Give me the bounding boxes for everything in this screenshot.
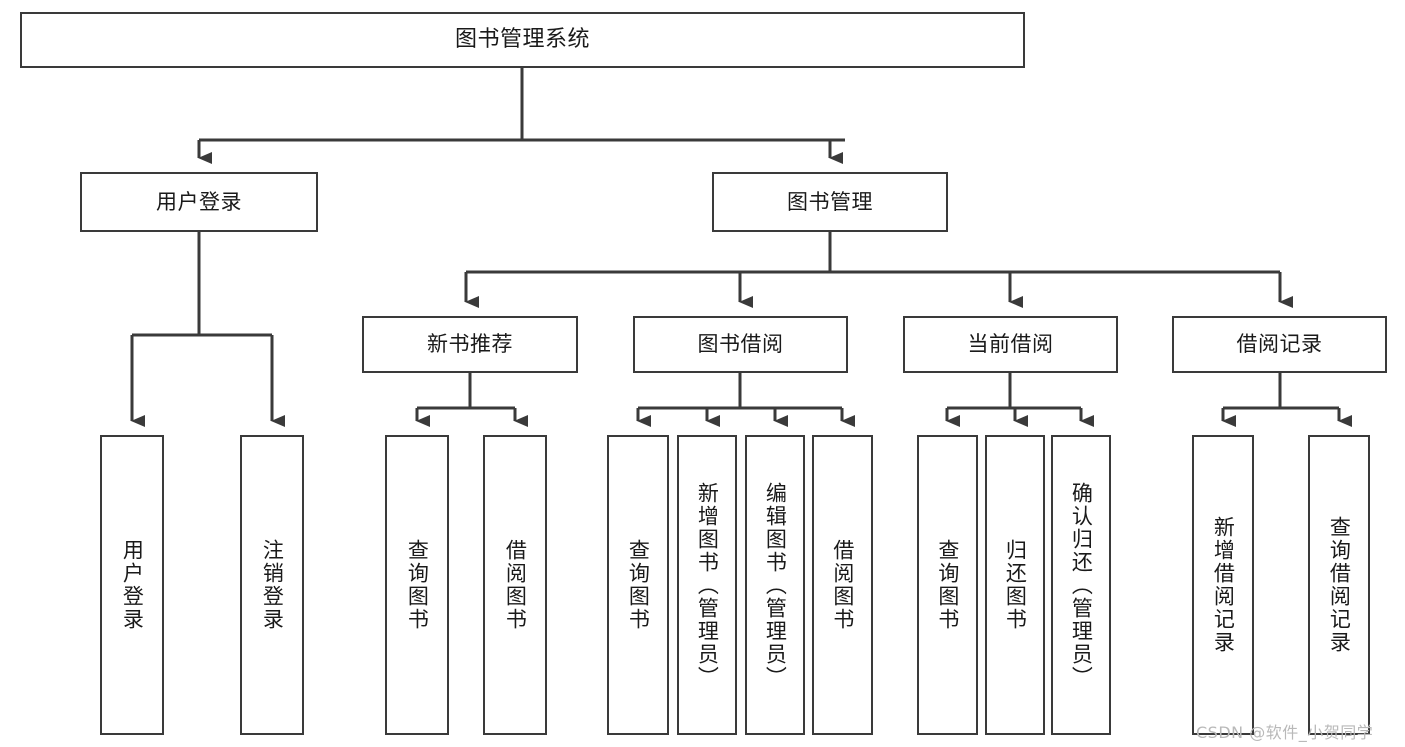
node-user-login-label: 用户登录 bbox=[156, 189, 242, 214]
leaf-query-book-recommend-label: 查询图书 bbox=[405, 539, 430, 631]
leaf-add-book-admin[interactable]: 新增图书（管理员） bbox=[677, 435, 737, 735]
leaf-borrow-book-label: 借阅图书 bbox=[830, 539, 855, 631]
node-root-label: 图书管理系统 bbox=[454, 27, 590, 53]
node-new-book-recommend-label: 新书推荐 bbox=[427, 332, 513, 357]
node-book-borrow-label: 图书借阅 bbox=[697, 332, 784, 357]
leaf-logout-label: 注销登录 bbox=[260, 539, 285, 631]
node-current-borrow-label: 当前借阅 bbox=[967, 332, 1054, 357]
leaf-query-book-recommend[interactable]: 查询图书 bbox=[385, 435, 449, 735]
node-new-book-recommend[interactable]: 新书推荐 bbox=[362, 316, 578, 373]
leaf-user-login-label: 用户登录 bbox=[120, 539, 145, 631]
leaf-borrow-book-recommend-label: 借阅图书 bbox=[503, 539, 528, 631]
node-borrow-record-label: 借阅记录 bbox=[1236, 332, 1323, 357]
leaf-add-borrow-record[interactable]: 新增借阅记录 bbox=[1192, 435, 1254, 735]
leaf-confirm-return-admin[interactable]: 确认归还（管理员） bbox=[1051, 435, 1111, 735]
node-current-borrow[interactable]: 当前借阅 bbox=[903, 316, 1118, 373]
node-book-management[interactable]: 图书管理 bbox=[712, 172, 948, 232]
leaf-logout[interactable]: 注销登录 bbox=[240, 435, 304, 735]
leaf-add-borrow-record-label: 新增借阅记录 bbox=[1211, 516, 1236, 654]
node-book-borrow[interactable]: 图书借阅 bbox=[633, 316, 848, 373]
leaf-query-borrow-record-label: 查询借阅记录 bbox=[1327, 516, 1352, 654]
leaf-query-book-borrow[interactable]: 查询图书 bbox=[607, 435, 669, 735]
leaf-query-book-borrow-label: 查询图书 bbox=[626, 539, 651, 631]
leaf-return-book-label: 归还图书 bbox=[1003, 539, 1028, 631]
csdn-watermark: CSDN @软件_小贺同学 bbox=[1196, 723, 1374, 742]
node-book-management-label: 图书管理 bbox=[787, 189, 873, 214]
leaf-add-book-admin-label: 新增图书（管理员） bbox=[695, 481, 720, 689]
leaf-query-borrow-record[interactable]: 查询借阅记录 bbox=[1308, 435, 1370, 735]
leaf-return-book[interactable]: 归还图书 bbox=[985, 435, 1045, 735]
node-borrow-record[interactable]: 借阅记录 bbox=[1172, 316, 1387, 373]
leaf-edit-book-admin-label: 编辑图书（管理员） bbox=[763, 481, 788, 689]
node-user-login[interactable]: 用户登录 bbox=[80, 172, 318, 232]
leaf-confirm-return-admin-label: 确认归还（管理员） bbox=[1069, 481, 1094, 689]
node-root[interactable]: 图书管理系统 bbox=[20, 12, 1025, 68]
leaf-query-book-current[interactable]: 查询图书 bbox=[917, 435, 978, 735]
leaf-edit-book-admin[interactable]: 编辑图书（管理员） bbox=[745, 435, 805, 735]
leaf-query-book-current-label: 查询图书 bbox=[935, 539, 960, 631]
leaf-borrow-book[interactable]: 借阅图书 bbox=[812, 435, 873, 735]
leaf-user-login[interactable]: 用户登录 bbox=[100, 435, 164, 735]
leaf-borrow-book-recommend[interactable]: 借阅图书 bbox=[483, 435, 547, 735]
